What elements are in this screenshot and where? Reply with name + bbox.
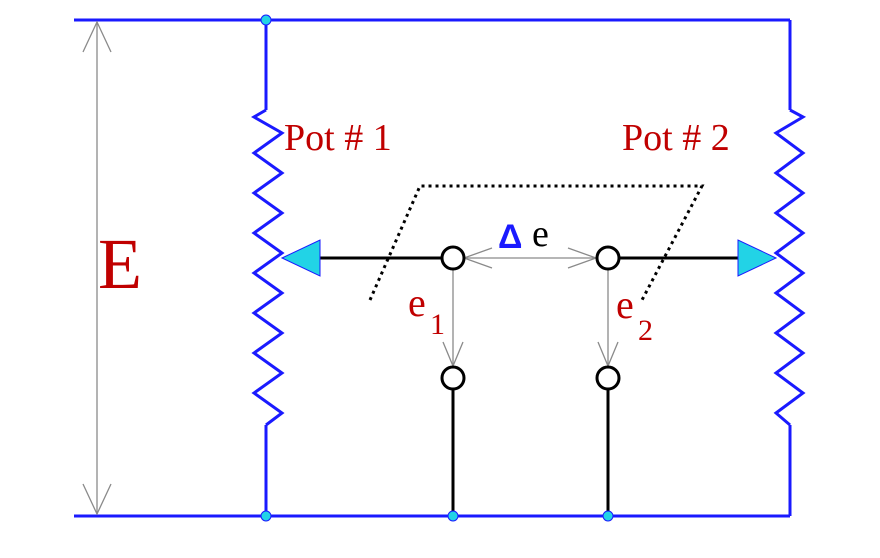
pot1-resistor — [251, 108, 285, 427]
bottom-node-dot-middle — [447, 510, 459, 522]
e2-subscript: 2 — [638, 314, 653, 347]
output2-terminal — [595, 365, 621, 391]
pot2-label: Pot # 2 — [622, 117, 730, 159]
wiper1-arrowhead — [280, 239, 321, 277]
output1-terminal — [440, 365, 466, 391]
pot2-resistor — [773, 108, 807, 427]
supply-arrow-head-top — [82, 20, 112, 53]
wiper2-arrowhead — [737, 239, 778, 277]
delta-e-label: e — [532, 213, 549, 255]
top-node-dot — [260, 14, 272, 26]
wiper2-terminal — [595, 245, 621, 271]
dotted-enclosure — [368, 184, 705, 301]
bottom-node-dot-right — [602, 510, 614, 522]
e1-label: e — [408, 280, 426, 325]
supply-label: E — [98, 224, 142, 304]
wiper1-terminal — [440, 245, 466, 271]
e2-label: e — [616, 282, 634, 327]
e1-subscript: 1 — [430, 308, 445, 341]
delta-symbol: Δ — [498, 218, 522, 256]
pot1-label: Pot # 1 — [284, 117, 392, 159]
bottom-node-dot-left — [260, 510, 272, 522]
supply-arrow-head-bottom — [82, 483, 112, 516]
